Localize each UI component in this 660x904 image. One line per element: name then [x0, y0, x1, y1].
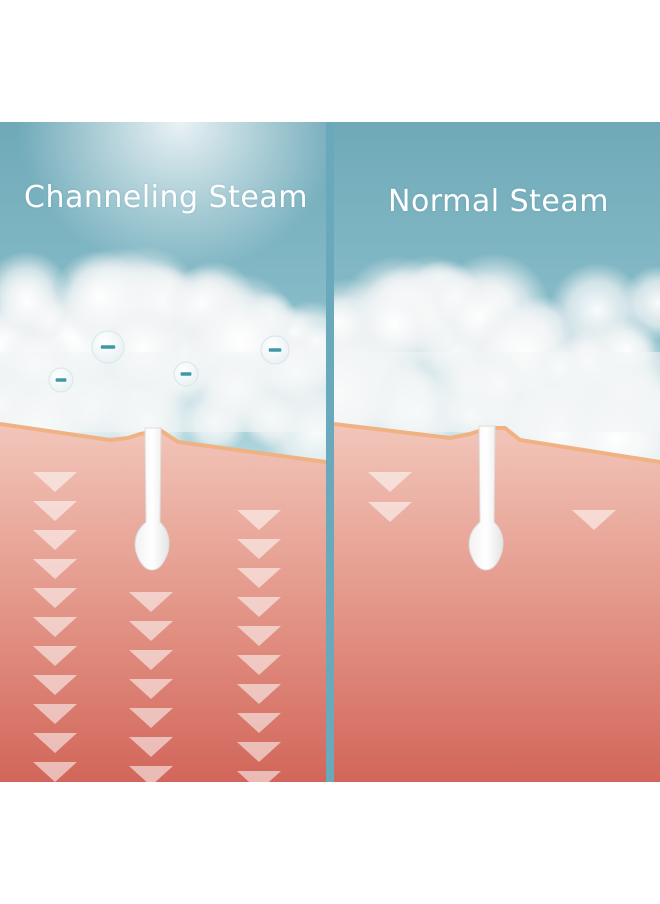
down-triangle-arrow-icon	[129, 621, 173, 641]
down-triangle-arrow-icon	[237, 655, 281, 675]
down-triangle-arrow-icon	[129, 766, 173, 782]
down-triangle-arrow-icon	[237, 539, 281, 559]
hair-follicle-pore-icon	[134, 427, 170, 571]
down-triangle-arrow-icon	[237, 684, 281, 704]
hair-follicle-pore-icon	[468, 425, 504, 571]
diagram-svg	[0, 122, 660, 782]
panel-divider	[326, 122, 334, 782]
down-triangle-arrow-icon	[33, 530, 77, 550]
down-triangle-arrow-icon	[33, 559, 77, 579]
down-triangle-arrow-icon	[33, 472, 77, 492]
arrow-group-left	[33, 472, 281, 782]
epidermis-line	[0, 422, 326, 464]
minus-sign	[180, 372, 192, 376]
down-triangle-arrow-icon	[129, 737, 173, 757]
down-triangle-arrow-icon	[33, 646, 77, 666]
title-normal-steam: Normal Steam	[388, 184, 609, 219]
down-triangle-arrow-icon	[33, 762, 77, 782]
arrow-group-right	[368, 472, 616, 530]
down-triangle-arrow-icon	[237, 510, 281, 530]
down-triangle-arrow-icon	[129, 650, 173, 670]
panel-right	[334, 122, 660, 782]
down-triangle-arrow-icon	[237, 742, 281, 762]
down-triangle-arrow-icon	[237, 771, 281, 782]
down-triangle-arrow-icon	[237, 597, 281, 617]
steam-band	[334, 352, 660, 432]
down-triangle-arrow-icon	[572, 510, 616, 530]
steam-cloud	[334, 253, 660, 500]
comparison-diagram: Channeling Steam Normal Steam	[0, 122, 660, 782]
steam-band	[0, 352, 326, 432]
down-triangle-arrow-icon	[129, 592, 173, 612]
minus-sign	[100, 345, 116, 349]
steam-cloud	[0, 245, 326, 492]
down-triangle-arrow-icon	[129, 708, 173, 728]
down-triangle-arrow-icon	[33, 704, 77, 724]
down-triangle-arrow-icon	[33, 675, 77, 695]
down-triangle-arrow-icon	[33, 617, 77, 637]
panel-left	[0, 122, 326, 782]
down-triangle-arrow-icon	[237, 568, 281, 588]
down-triangle-arrow-icon	[237, 626, 281, 646]
down-triangle-arrow-icon	[33, 733, 77, 753]
steam-puff	[620, 265, 660, 341]
minus-sign	[268, 348, 282, 352]
down-triangle-arrow-icon	[368, 472, 412, 492]
ion-group	[48, 330, 290, 393]
down-triangle-arrow-icon	[237, 713, 281, 733]
down-triangle-arrow-icon	[129, 679, 173, 699]
down-triangle-arrow-icon	[33, 501, 77, 521]
minus-sign	[55, 378, 67, 382]
steam-puff	[0, 270, 59, 334]
title-channeling-steam: Channeling Steam	[24, 180, 308, 215]
down-triangle-arrow-icon	[33, 588, 77, 608]
down-triangle-arrow-icon	[368, 502, 412, 522]
